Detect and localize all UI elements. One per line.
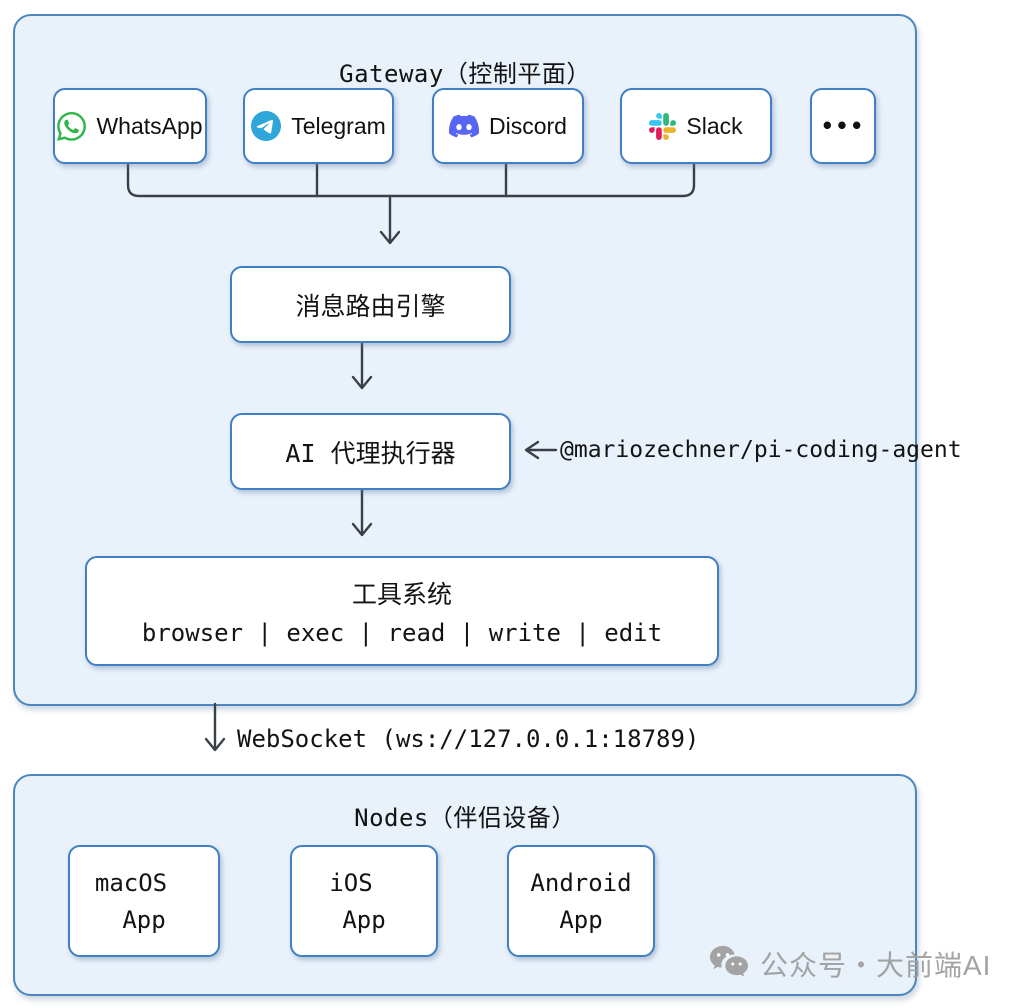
websocket-label: WebSocket (ws://127.0.0.1:18789) — [237, 725, 700, 753]
app-platform-label: Android — [530, 868, 632, 897]
ai-agent-label: AI 代理执行器 — [285, 438, 456, 468]
discord-icon — [449, 111, 480, 141]
tools-title: 工具系统 — [351, 580, 452, 609]
bus-line — [126, 159, 696, 198]
arrow-down-icon — [204, 737, 226, 752]
app-platform-label: iOS — [329, 868, 373, 897]
message-router-box: 消息路由引擎 — [230, 266, 511, 343]
app-platform-label: macOS — [94, 868, 168, 897]
platform-label: WhatsApp — [96, 112, 203, 139]
platform-box-discord: Discord — [432, 88, 584, 164]
arrow-left-icon — [524, 440, 540, 460]
tools-items: browser | exec | read | write | edit — [141, 619, 663, 647]
ellipsis-icon: ••• — [821, 114, 865, 138]
slack-icon — [649, 112, 677, 140]
gateway-title: Gateway（控制平面） — [339, 60, 591, 88]
agent-annotation: @mariozechner/pi-coding-agent — [560, 437, 962, 463]
platform-label: Slack — [686, 112, 743, 139]
platform-box-more: ••• — [810, 88, 876, 164]
app-suffix-label: App — [122, 905, 166, 934]
watermark: 公众号・大前端AI — [708, 944, 991, 984]
platform-box-slack: Slack — [620, 88, 772, 164]
watermark-text: 公众号・大前端AI — [760, 950, 992, 981]
platform-label: Telegram — [291, 112, 386, 139]
telegram-icon — [251, 111, 282, 141]
message-router-label: 消息路由引擎 — [295, 291, 446, 321]
wechat-icon — [708, 944, 750, 984]
app-box-android: Android App — [507, 845, 655, 957]
app-suffix-label: App — [559, 905, 603, 934]
arrow-down-icon — [379, 230, 401, 245]
arrow-down-icon — [351, 375, 373, 390]
nodes-title: Nodes（伴侣设备） — [354, 804, 576, 832]
whatsapp-icon — [57, 111, 87, 141]
platform-box-telegram: Telegram — [243, 88, 394, 164]
app-box-macos: macOS App — [68, 845, 220, 957]
platform-label: Discord — [489, 112, 567, 139]
app-box-ios: iOS App — [290, 845, 438, 957]
arrow-down-icon — [351, 522, 373, 537]
ai-agent-box: AI 代理执行器 — [230, 413, 511, 490]
platform-box-whatsapp: WhatsApp — [53, 88, 207, 164]
tools-box: 工具系统 browser | exec | read | write | edi… — [85, 556, 719, 666]
app-suffix-label: App — [342, 905, 386, 934]
